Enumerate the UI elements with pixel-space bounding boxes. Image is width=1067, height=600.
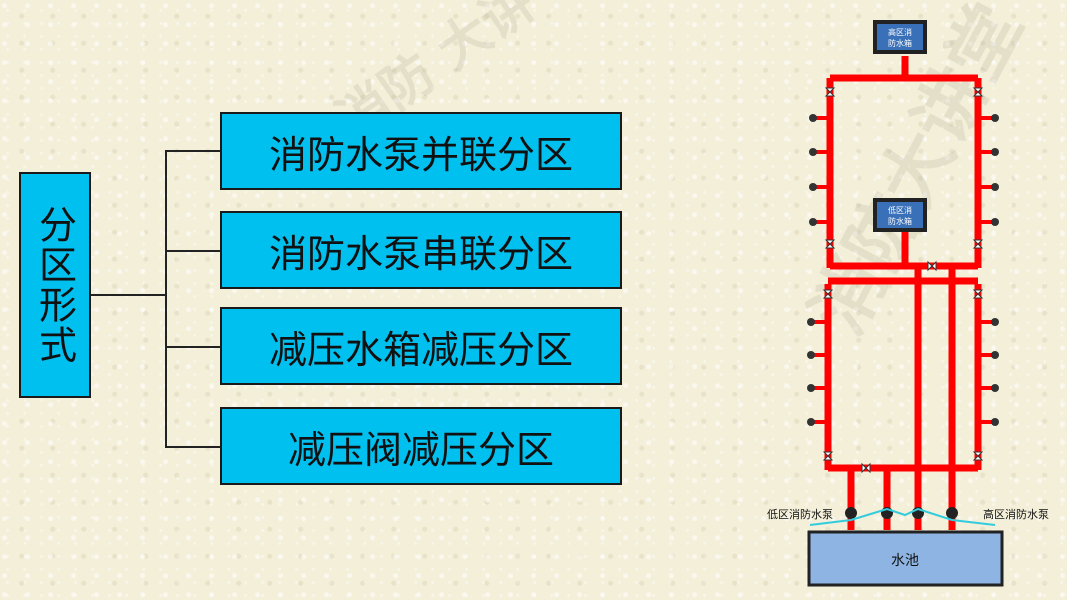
high-tank-label-1: 高区消 (888, 27, 912, 37)
branch-parallel-pumps: 消防水泵并联分区 (220, 112, 622, 190)
suction-lines (809, 507, 996, 526)
sprinkler-branches-upper (814, 116, 992, 424)
connector-branch-3 (165, 346, 221, 348)
root-label: 分区形式 (32, 205, 77, 365)
connector-branch-1 (165, 150, 221, 152)
branch-series-pumps: 消防水泵串联分区 (220, 211, 622, 289)
connector-branch-4 (165, 446, 221, 448)
valves (822, 87, 984, 474)
root-node: 分区形式 (19, 172, 91, 398)
low-zone-pump-label: 低区消防水泵 (767, 507, 833, 521)
high-zone-tank: 高区消 防水箱 (873, 20, 927, 54)
hydrant-heads (807, 114, 999, 426)
connector-spine (165, 150, 167, 447)
water-pool: 水池 (807, 530, 1004, 587)
high-tank-label-2: 防水箱 (888, 38, 912, 48)
low-zone-tank: 低区消 防水箱 (873, 198, 927, 232)
pipe-network (824, 56, 982, 530)
fire-water-system-diagram: 高区消 防水箱 低区消 防水箱 低区消防水泵 高区消防水泵 水池 (767, 20, 1049, 587)
connector-root (91, 294, 166, 296)
low-tank-label-2: 防水箱 (888, 216, 912, 226)
branch-pressure-valve: 减压阀减压分区 (220, 407, 622, 485)
high-zone-pump-label: 高区消防水泵 (983, 507, 1049, 521)
branch-pressure-tank: 减压水箱减压分区 (220, 307, 622, 385)
low-tank-label-1: 低区消 (888, 205, 912, 215)
pool-label: 水池 (891, 553, 919, 569)
connector-branch-2 (165, 250, 221, 252)
